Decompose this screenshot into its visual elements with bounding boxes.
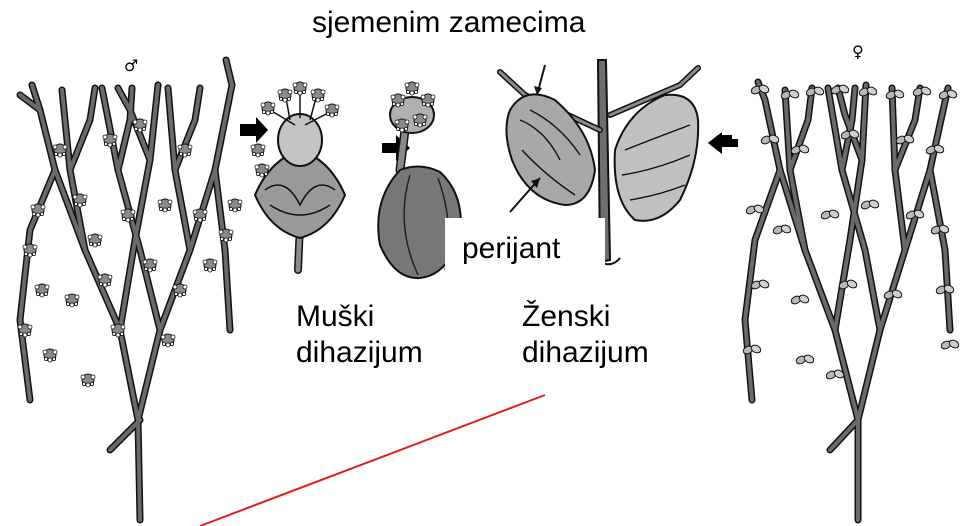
male-flower-detail xyxy=(240,82,345,270)
label-female-line2: dihazijum xyxy=(522,336,649,370)
red-pointer-line xyxy=(200,395,545,526)
female-inflorescence xyxy=(742,82,960,520)
female-symbol: ♀ xyxy=(852,42,864,61)
label-female-line1: Ženski xyxy=(522,300,649,334)
label-male-line2: dihazijum xyxy=(296,336,423,370)
label-top-ovules: sjemenim zamecima xyxy=(312,6,585,40)
label-female-dichasium: Ženski dihazijum xyxy=(522,300,649,370)
label-male-line1: Muški xyxy=(296,300,423,334)
male-symbol: ♂ xyxy=(124,56,138,75)
label-male-dichasium: Muški dihazijum xyxy=(296,300,423,370)
label-perianth: perijant xyxy=(462,232,560,266)
male-inflorescence xyxy=(18,60,242,520)
